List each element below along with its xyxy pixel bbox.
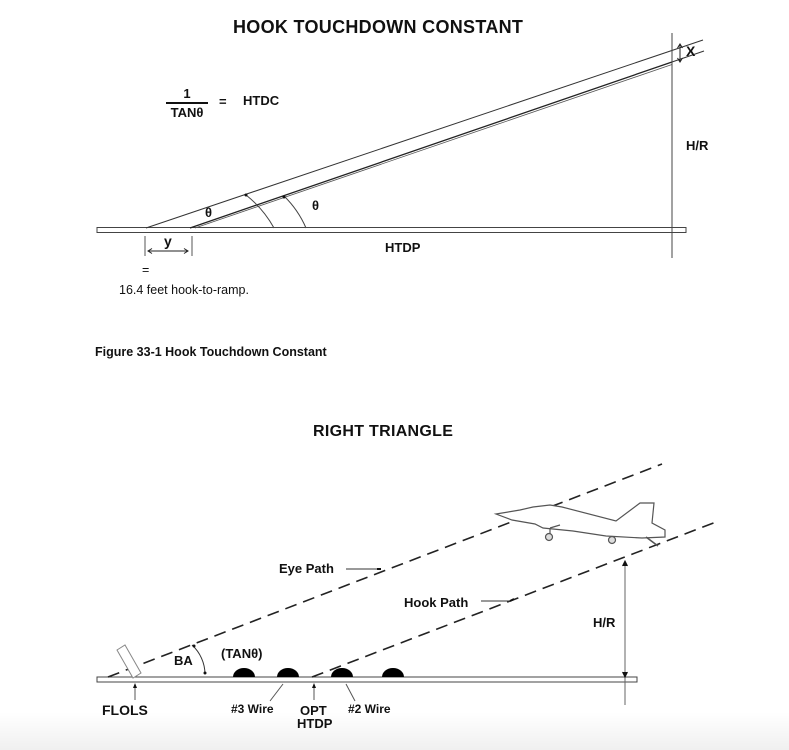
label-opt: OPT [300,703,327,718]
deck-ramp [96,227,687,233]
arresting-wire-icon [277,668,299,677]
htdc-formula-fraction: 1 TANθ [166,86,208,120]
aircraft-icon [493,502,666,547]
y-note: 16.4 feet hook-to-ramp. [119,283,249,297]
formula-numerator: 1 [183,86,191,101]
ba-angle-arc [191,644,206,675]
formula-result-htdc: HTDC [243,93,280,108]
label-flols: FLOLS [102,702,148,718]
carrier-deck [96,676,638,683]
label-hr-top: H/R [686,138,709,153]
figure2-title: RIGHT TRIANGLE [313,423,454,440]
label-htdp-top: HTDP [385,240,421,255]
label-wire3: #3 Wire [231,702,274,716]
flols-lens-icon [116,644,142,679]
wire3-pointer [269,683,284,702]
formula-denominator: TANθ [170,105,204,120]
label-htdp-bottom: HTDP [297,716,333,731]
wire2-pointer [345,683,356,702]
figure1-title: HOOK TOUCHDOWN CONSTANT [233,17,524,37]
label-x: X [686,43,696,59]
label-tan-theta: (TANθ) [221,646,263,661]
label-hook-path: Hook Path [404,595,469,610]
arresting-wire-icon [331,668,353,677]
label-theta-right: θ [312,198,320,213]
eye-path-line [107,463,663,678]
arresting-wire-icon [382,668,404,677]
arresting-wire-icon [233,668,255,677]
equals-sign: = [142,263,150,277]
label-theta-left: θ [205,205,213,220]
formula-equals: = [219,94,227,109]
figure1-caption: Figure 33-1 Hook Touchdown Constant [95,345,327,359]
hook-line [189,61,673,229]
label-eye-path: Eye Path [279,561,334,576]
label-ba: BA [174,653,193,668]
label-hr-bottom: H/R [593,615,616,630]
label-y: y [164,233,172,249]
label-wire2: #2 Wire [348,702,391,716]
eye-line [145,39,704,229]
fraction-bar [166,102,208,104]
